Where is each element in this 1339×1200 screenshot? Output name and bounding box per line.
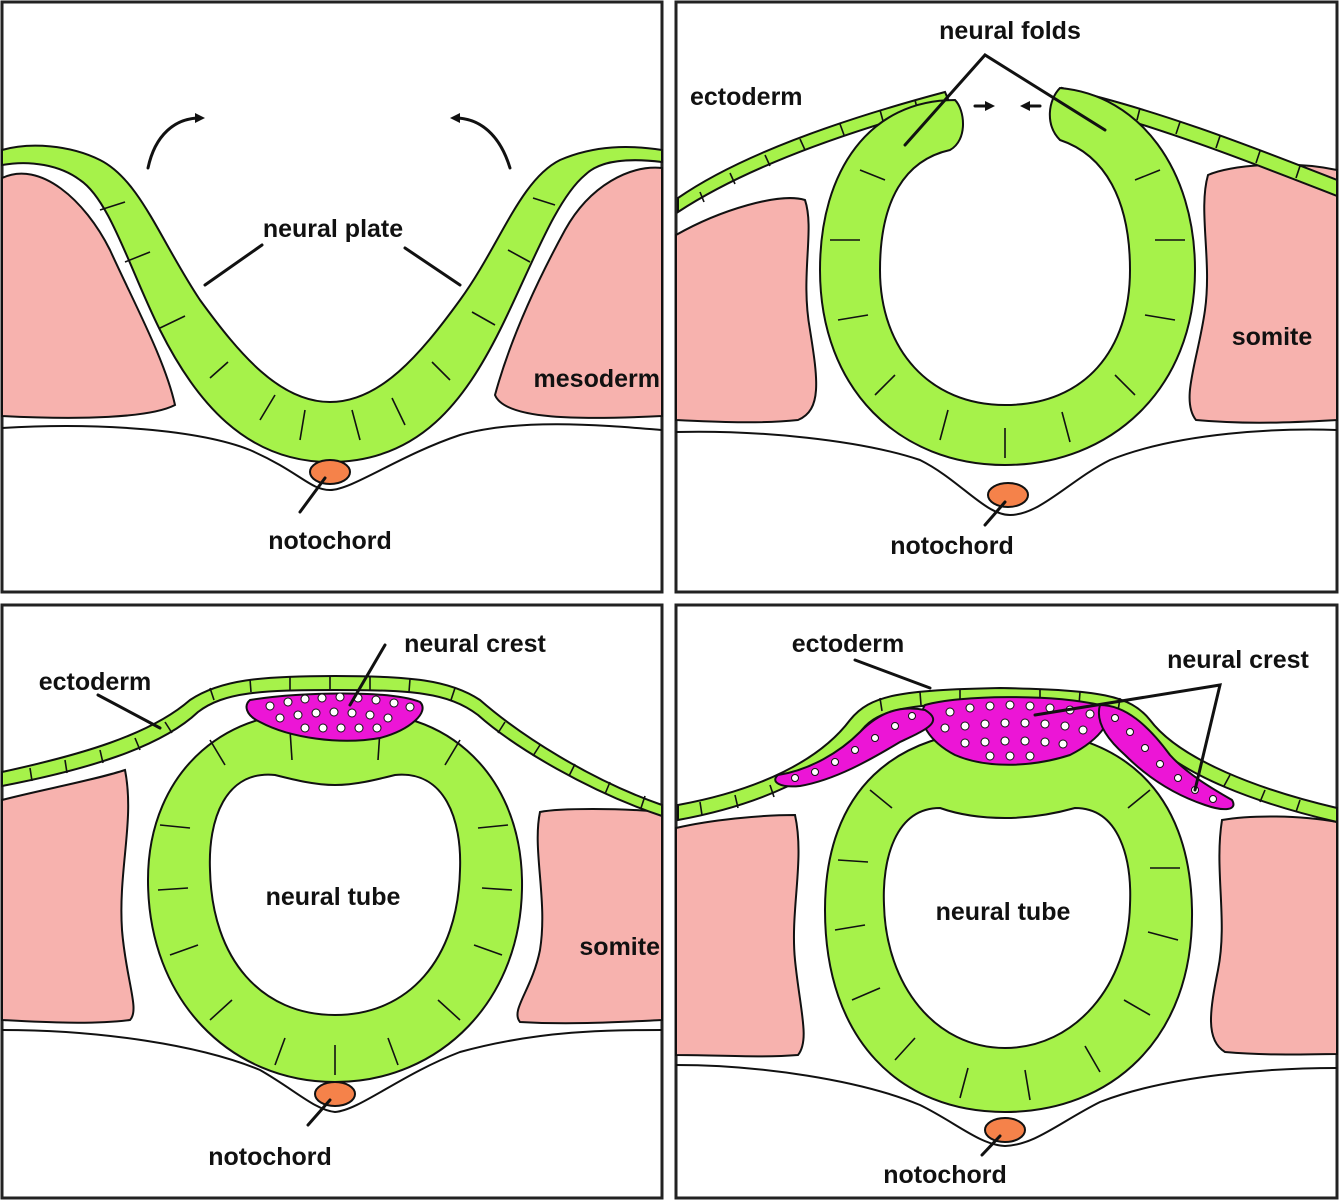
ectoderm-cell-ticks [699,96,1301,203]
notochord-shape [987,482,1029,508]
lower-ectoderm-outline [1,1029,663,1114]
neural-plate-cell-ticks [99,197,556,441]
ectoderm-layer [0,674,663,818]
label-neural-folds: neural folds [939,17,1081,45]
fold-up-arrow-right [450,113,512,170]
somite-left [0,768,135,1024]
mesoderm-right [493,166,663,419]
lower-ectoderm-outline [675,428,1338,517]
label-mesoderm: mesoderm [534,365,660,393]
neural-tube-cell-ticks [834,789,1180,1101]
somite-right [516,808,663,1025]
label-neural-crest: neural crest [1167,646,1309,674]
notochord-shape [314,1081,356,1107]
label-notochord: notochord [883,1161,1007,1189]
panel-neural-tube: neural crest ectoderm neural tube somite… [0,603,664,1200]
panel-crest-migration: ectoderm neural crest neural tube notoch… [674,603,1339,1200]
leader-neural-folds [903,53,1107,147]
label-neural-tube: neural tube [266,883,401,911]
label-somite: somite [579,933,660,961]
lower-ectoderm-outline [1,423,663,492]
label-ectoderm: ectoderm [792,630,905,658]
label-ectoderm: ectoderm [690,83,803,111]
mesoderm-left [1,172,177,419]
ectoderm-cell-ticks [699,689,1301,816]
leader-ectoderm [96,693,162,730]
neural-crest-cells [265,692,415,733]
leader-notochord [306,1098,332,1127]
fold-up-arrow-left [146,113,205,170]
neural-folds-tissue [818,86,1197,467]
label-notochord: notochord [268,527,392,555]
neural-plate-tissue [1,144,663,464]
label-ectoderm: ectoderm [39,668,152,696]
label-notochord: notochord [208,1143,332,1171]
leader-neural-crest [1033,683,1222,792]
label-neural-plate: neural plate [263,215,403,243]
somite-right [1210,815,1338,1056]
label-somite: somite [1232,323,1313,351]
somite-left [675,197,818,424]
leader-neural-crest [348,643,387,707]
leader-neural-plate-right [403,246,462,287]
leader-notochord [298,476,327,514]
leader-notochord [980,1134,1002,1157]
label-neural-crest: neural crest [404,630,546,658]
panel-neural-folds: neural folds ectoderm somite notochord [674,0,1339,594]
ectoderm-cell-ticks [29,676,646,809]
somite-right [1188,163,1338,424]
notochord-shape [309,459,351,485]
lower-ectoderm-outline [675,1064,1338,1148]
leader-neural-plate-left [203,243,264,287]
label-neural-tube: neural tube [936,898,1071,926]
neural-tube-tissue [823,728,1194,1114]
neural-crest-cells [791,700,1217,803]
label-notochord: notochord [890,532,1014,560]
panel-neural-plate: neural plate mesoderm notochord [0,0,664,594]
leader-ectoderm [853,658,932,690]
somite-left [675,813,805,1058]
notochord-shape [984,1117,1026,1143]
neural-folds-cell-ticks [830,169,1185,458]
leader-notochord [983,500,1007,527]
